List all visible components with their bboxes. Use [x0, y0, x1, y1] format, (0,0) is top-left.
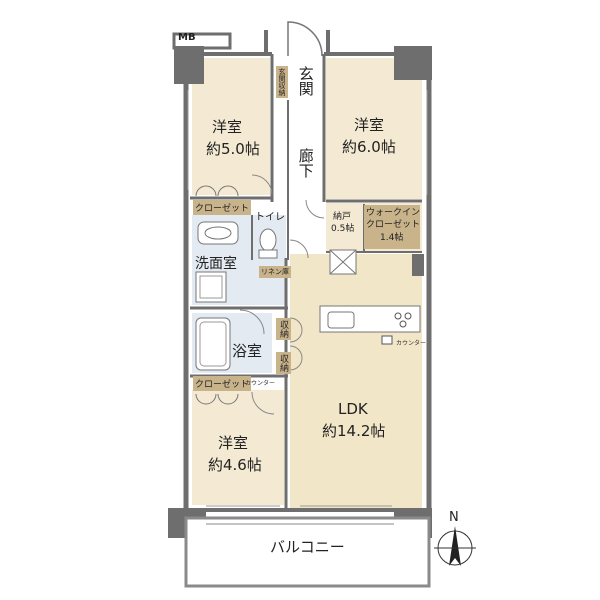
- north-arrow-icon: [434, 526, 476, 566]
- room1-floor: [192, 58, 270, 195]
- column-top-right: [394, 46, 432, 80]
- storage-b-label: 収納: [276, 352, 291, 374]
- room2-name: 洋室: [354, 116, 385, 134]
- ldk-size: 約14.2帖: [322, 422, 386, 440]
- washroom-label: 洗面室: [195, 256, 237, 272]
- toilet-label: トイレ: [255, 212, 285, 223]
- north-label: N: [449, 510, 459, 525]
- kitchen-sink: [327, 311, 355, 329]
- balcony-outline: [184, 516, 431, 588]
- room-doors: [239, 174, 325, 415]
- room1-name: 洋室: [212, 118, 243, 136]
- counter-small: [381, 335, 393, 345]
- column-top-left: [174, 46, 204, 84]
- linen-label: リネン庫: [259, 266, 291, 278]
- mb-label: MB: [178, 32, 196, 43]
- bath-label: 浴室: [232, 342, 263, 360]
- washing-machine-pan: [195, 271, 227, 303]
- storage-size: 0.5帖: [331, 224, 355, 234]
- toilet-bowl: [259, 228, 277, 252]
- closet-doors-room3: [195, 393, 239, 405]
- ldk-floor: [290, 254, 422, 508]
- ldk-name: LDK: [338, 400, 368, 418]
- counter2-label: カウンター: [396, 340, 427, 347]
- room2-floor: [326, 58, 422, 199]
- mb-box: [172, 32, 232, 50]
- room2-size: 約6.0帖: [342, 138, 396, 156]
- closet-doors-room1: [195, 185, 239, 197]
- washbasin: [197, 221, 239, 245]
- room3-name: 洋室: [218, 434, 249, 452]
- room3-floor: [192, 390, 284, 505]
- wic-line2: クローゼット: [366, 220, 421, 230]
- room3-size: 約4.6帖: [208, 456, 262, 474]
- room1-size: 約5.0帖: [206, 140, 260, 158]
- wic-box: [364, 205, 420, 249]
- entrance-label: 玄関: [296, 66, 315, 96]
- closet1-label: クローゼット: [193, 200, 252, 215]
- wic-line1: ウォークイン: [366, 208, 421, 218]
- counter1-label: カウンター: [245, 380, 276, 387]
- column-right-mid: [412, 254, 424, 276]
- hallway-floor: [286, 58, 326, 258]
- closet2-label: クローゼット: [193, 376, 252, 391]
- hallway-label: 廊下: [296, 148, 315, 178]
- entrance-door: [287, 21, 323, 57]
- storage-doors: [289, 317, 303, 371]
- windows: [187, 90, 428, 507]
- wic-size: 1.4帖: [380, 233, 404, 243]
- entrance-storage-label: 玄関収納: [276, 66, 288, 98]
- storage-name: 納戸: [333, 212, 352, 222]
- storage-a-label: 収納: [276, 318, 291, 340]
- balcony-label: バルコニー: [270, 538, 345, 556]
- bathtub: [195, 317, 231, 371]
